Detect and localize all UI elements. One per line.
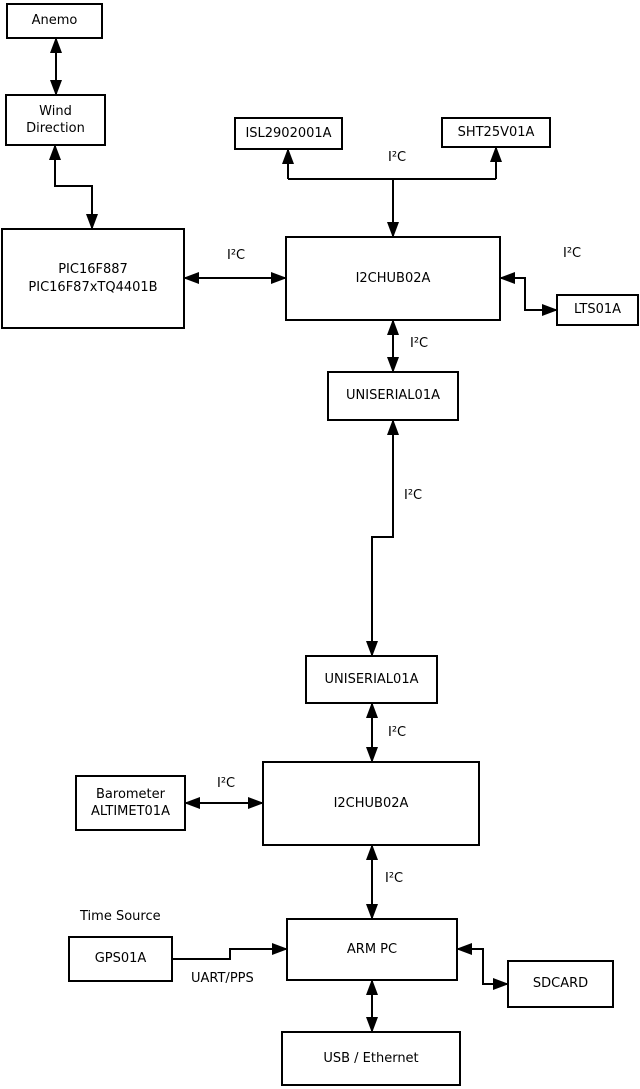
label-i2c-hub-armpc: I²C: [385, 871, 404, 886]
node-sdcard-label: SDCARD: [532, 976, 589, 992]
node-pic: PIC16F887 PIC16F87xTQ4401B: [1, 228, 185, 329]
node-i2chub-top: I2CHUB02A: [285, 236, 501, 321]
node-wind-direction-line2: Direction: [26, 121, 85, 136]
edge-gps-armpc: [173, 943, 288, 960]
node-anemo: Anemo: [6, 3, 103, 39]
node-uniserial-top-label: UNISERIAL01A: [346, 388, 440, 404]
node-arm-pc-label: ARM PC: [346, 941, 398, 957]
node-isl2902001a: ISL2902001A: [234, 117, 343, 150]
label-uart-pps: UART/PPS: [191, 971, 254, 986]
node-barometer-line1: Barometer: [96, 786, 165, 802]
node-uniserial-bottom-label: UNISERIAL01A: [324, 671, 419, 687]
node-wind-direction-line1: Wind: [39, 103, 72, 119]
label-i2c-uniserial-hub: I²C: [388, 725, 407, 740]
label-i2c-hub-lts: I²C: [563, 246, 582, 261]
edge-winddirection-pic: [49, 144, 98, 230]
node-arm-pc: ARM PC: [286, 918, 458, 981]
node-barometer-line2: ALTIMET01A: [91, 804, 170, 819]
node-i2chub-bottom: I2CHUB02A: [262, 761, 480, 846]
node-isl2902001a-label: ISL2902001A: [245, 125, 332, 141]
node-usb-ethernet: USB / Ethernet: [281, 1031, 461, 1086]
node-sht25v01a-label: SHT25V01A: [457, 124, 535, 140]
node-usb-ethernet-label: USB / Ethernet: [323, 1050, 419, 1066]
edge-armpc-sdcard: [456, 943, 509, 990]
node-wind-direction: Wind Direction: [5, 94, 106, 146]
label-i2c-hub-uniserial: I²C: [410, 336, 429, 351]
label-i2c-long-link: I²C: [404, 488, 423, 503]
label-i2c-bus-top: I²C: [388, 150, 407, 165]
node-gps01a: GPS01A: [68, 936, 173, 982]
node-sht25v01a: SHT25V01A: [441, 117, 551, 148]
node-pic-line2: PIC16F87xTQ4401B: [28, 279, 158, 295]
node-lts01a-label: LTS01A: [573, 302, 622, 318]
node-barometer: Barometer ALTIMET01A: [75, 775, 186, 831]
edge-uniserialtop-uniserialbottom: [366, 419, 399, 657]
edge-i2chubtop-lts: [499, 272, 558, 316]
node-i2chub-bottom-label: I2CHUB02A: [333, 795, 409, 811]
label-i2c-pic-hub: I²C: [227, 248, 246, 263]
node-uniserial-top: UNISERIAL01A: [327, 371, 459, 421]
node-gps01a-label: GPS01A: [94, 951, 147, 967]
node-pic-line1: PIC16F887: [58, 262, 128, 278]
node-anemo-label: Anemo: [31, 13, 78, 29]
label-time-source: Time Source: [80, 909, 161, 924]
node-i2chub-top-label: I2CHUB02A: [355, 270, 431, 286]
node-lts01a: LTS01A: [556, 294, 639, 326]
label-i2c-barometer-hub: I²C: [217, 776, 236, 791]
node-uniserial-bottom: UNISERIAL01A: [305, 655, 438, 704]
node-sdcard: SDCARD: [507, 960, 614, 1008]
